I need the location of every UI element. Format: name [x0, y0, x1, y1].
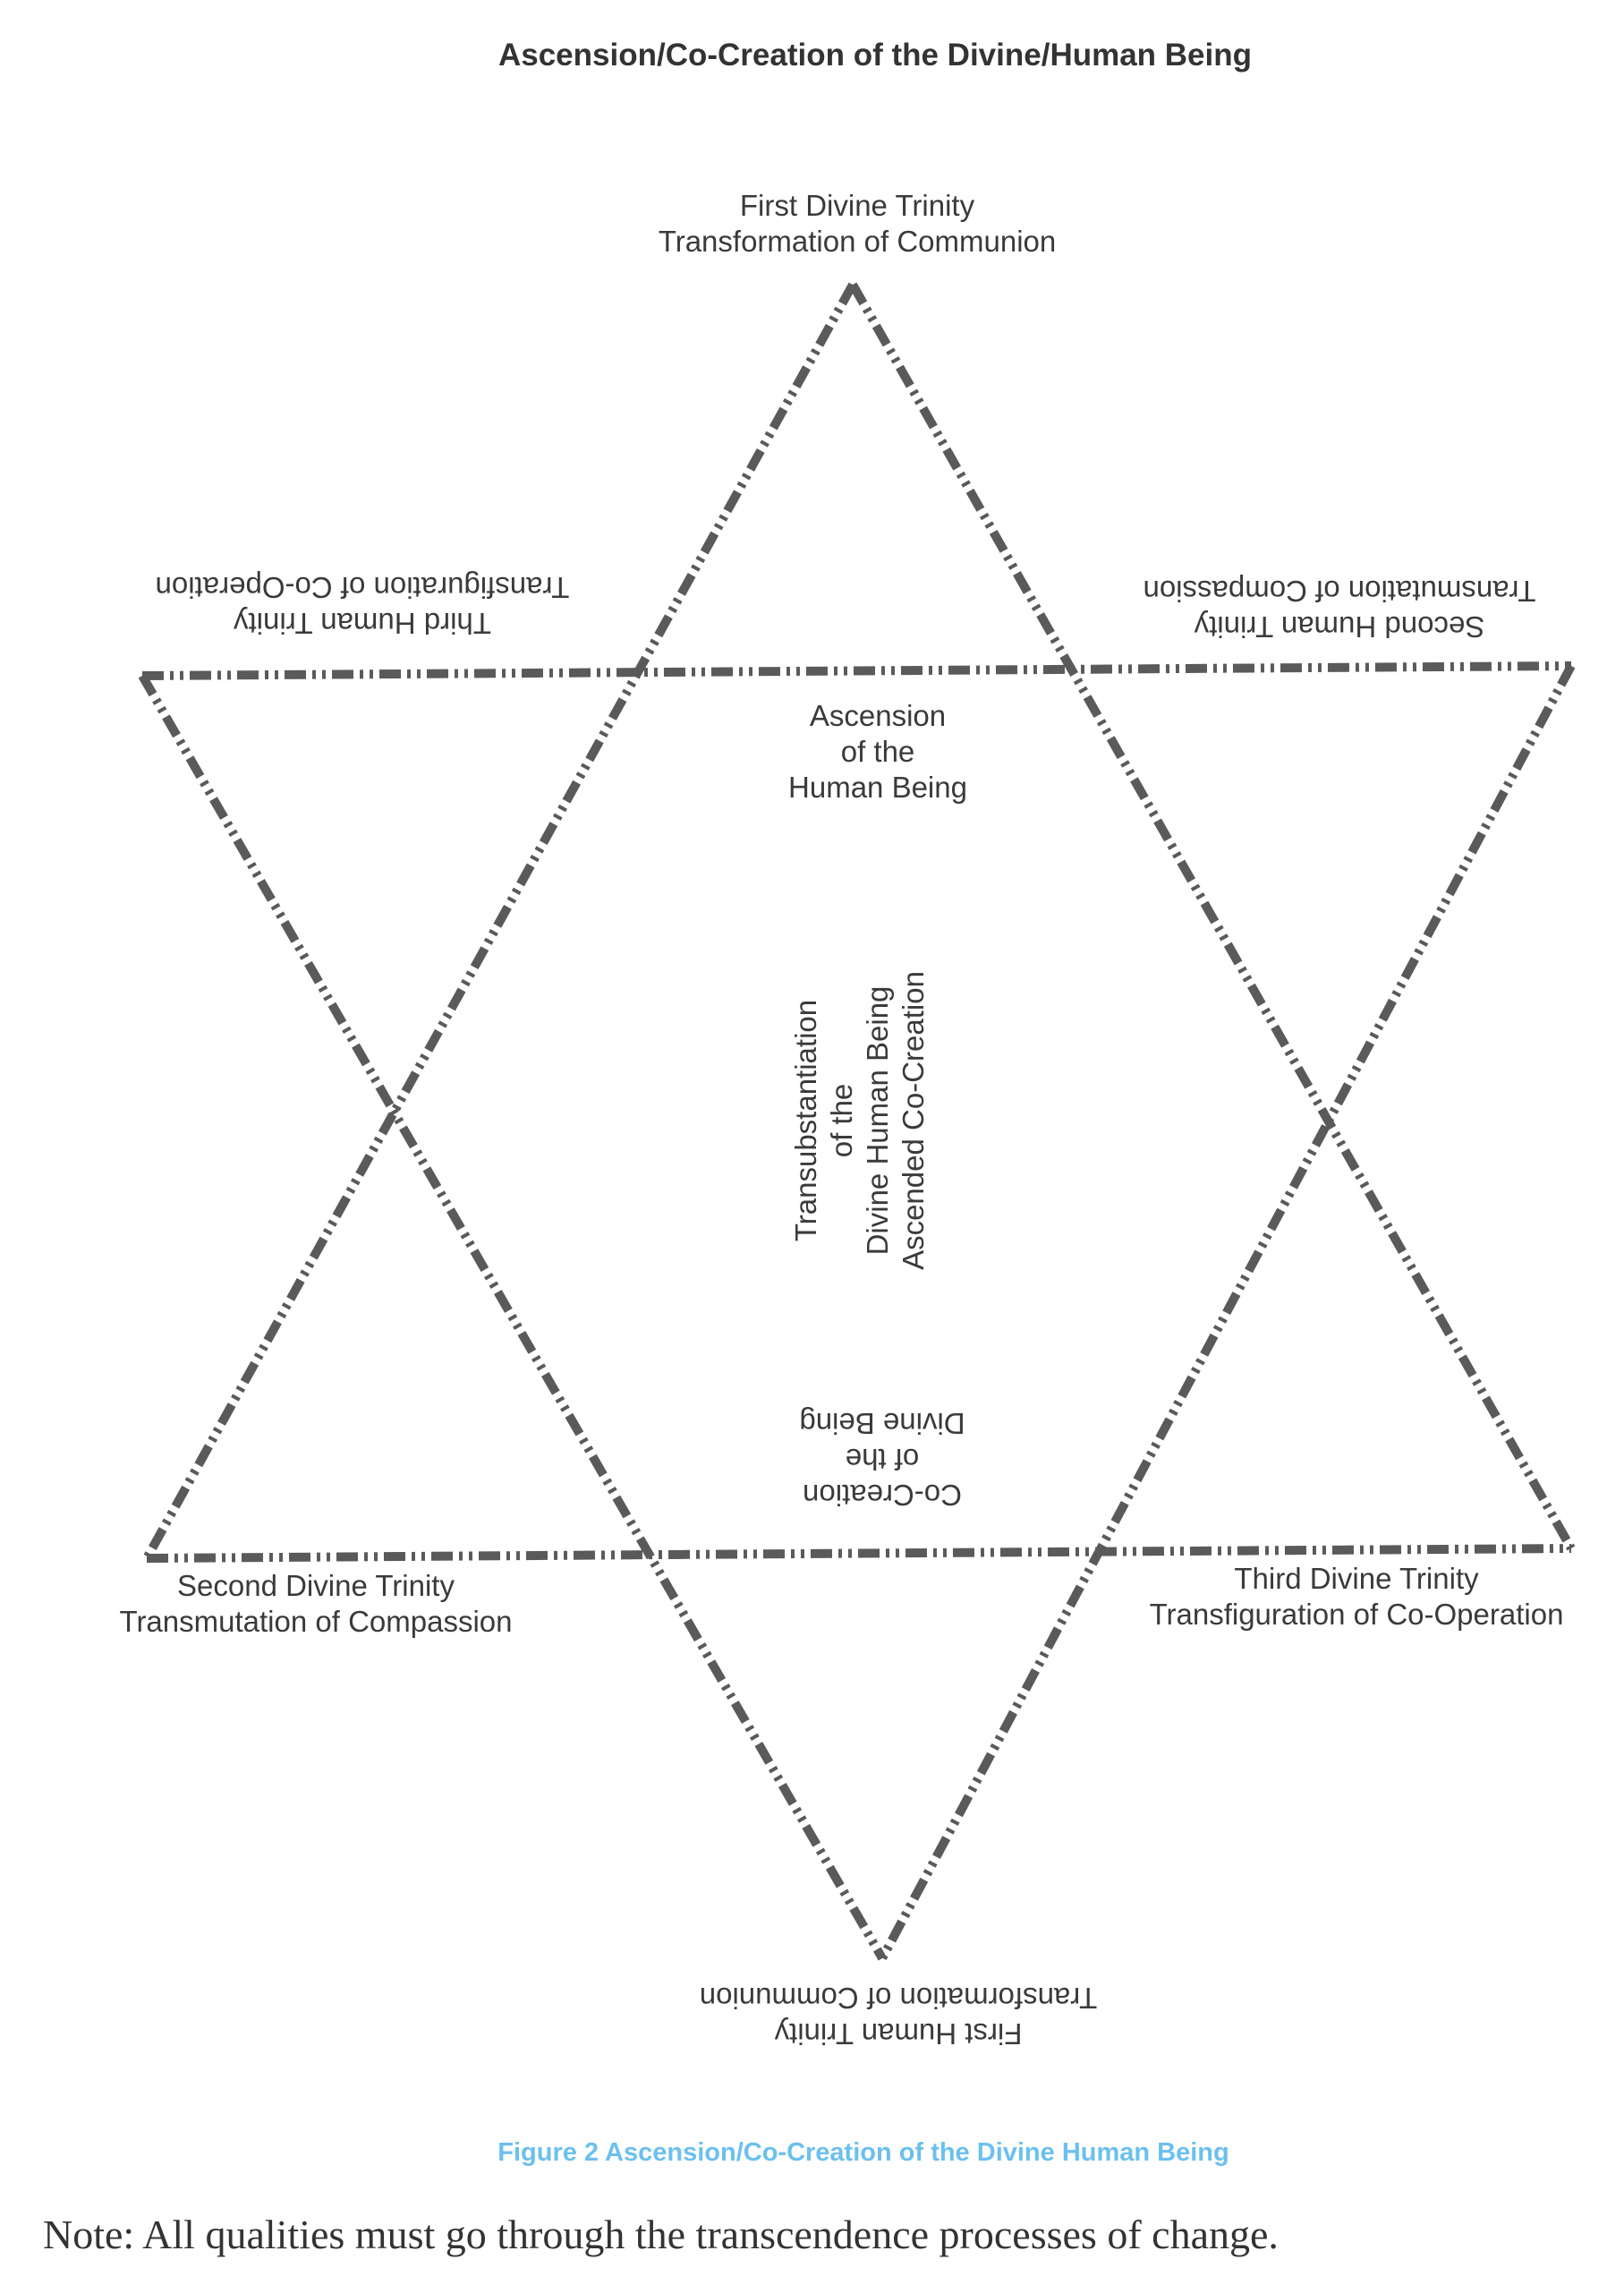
downward-triangle-right-edge: [878, 663, 1576, 1961]
label-line: Ascension: [809, 699, 947, 732]
label-line: Transformation of Communion: [699, 1982, 1098, 2015]
label-line: Divine Human Being: [861, 985, 894, 1256]
downward-triangle: [138, 661, 1576, 1961]
label-second-divine-trinity: Second Divine Trinity Transmutation of C…: [120, 1568, 513, 1640]
diagram-title: Ascension/Co-Creation of the Divine/Huma…: [497, 38, 1253, 72]
label-line: of the: [845, 1443, 920, 1476]
label-line: Co-Creation: [803, 1479, 962, 1512]
upward-triangle-left-edge: [142, 282, 857, 1561]
label-line: Transfiguration of Co-Operation: [1149, 1598, 1564, 1631]
label-line: of the: [825, 1083, 858, 1158]
label-co-creation: Co-Creation of the Divine Being: [799, 1405, 965, 1513]
label-line: Human Being: [788, 771, 967, 804]
label-line: Third Divine Trinity: [1234, 1562, 1479, 1595]
upward-triangle-right-edge: [848, 282, 1576, 1551]
label-line: Transfiguration of Co-Operation: [155, 571, 570, 604]
label-line: Transformation of Communion: [658, 225, 1057, 258]
label-third-divine-trinity: Third Divine Trinity Transfiguration of …: [1150, 1561, 1564, 1633]
label-line: Divine Being: [799, 1407, 965, 1440]
label-third-human-trinity: Third Human Trinity Transfiguration of C…: [156, 569, 570, 641]
label-line: First Divine Trinity: [739, 189, 975, 222]
upward-triangle-base: [146, 1544, 1572, 1563]
label-line: First Human Trinity: [774, 2017, 1023, 2051]
note-text: Note: All qualities must go through the …: [43, 2212, 1279, 2257]
downward-triangle-top: [141, 661, 1572, 680]
label-line: Second Divine Trinity: [177, 1569, 455, 1602]
label-line: Second Human Trinity: [1194, 610, 1485, 644]
label-line: Transubstantiation: [789, 999, 822, 1242]
downward-triangle-left-edge: [138, 673, 887, 1961]
label-first-divine-trinity: First Divine Trinity Transformation of C…: [659, 188, 1056, 260]
label-line: Transmutation of Compassion: [1143, 575, 1536, 608]
figure-caption: Figure 2 Ascension/Co-Creation of the Di…: [497, 2138, 1229, 2167]
label-first-human-trinity: First Human Trinity Transformation of Co…: [700, 1980, 1097, 2051]
label-second-human-trinity: Second Human Trinity Transmutation of Co…: [1144, 573, 1536, 644]
upward-triangle: [142, 282, 1576, 1563]
label-line: Ascended Co-Creation: [897, 971, 930, 1270]
label-line: Transmutation of Compassion: [119, 1605, 513, 1638]
label-ascension: Ascension of the Human Being: [788, 698, 967, 806]
label-line: of the: [840, 735, 915, 768]
label-center-transubstantiation: Transubstantiation of the Divine Human B…: [788, 971, 931, 1270]
label-line: Third Human Trinity: [234, 607, 491, 640]
